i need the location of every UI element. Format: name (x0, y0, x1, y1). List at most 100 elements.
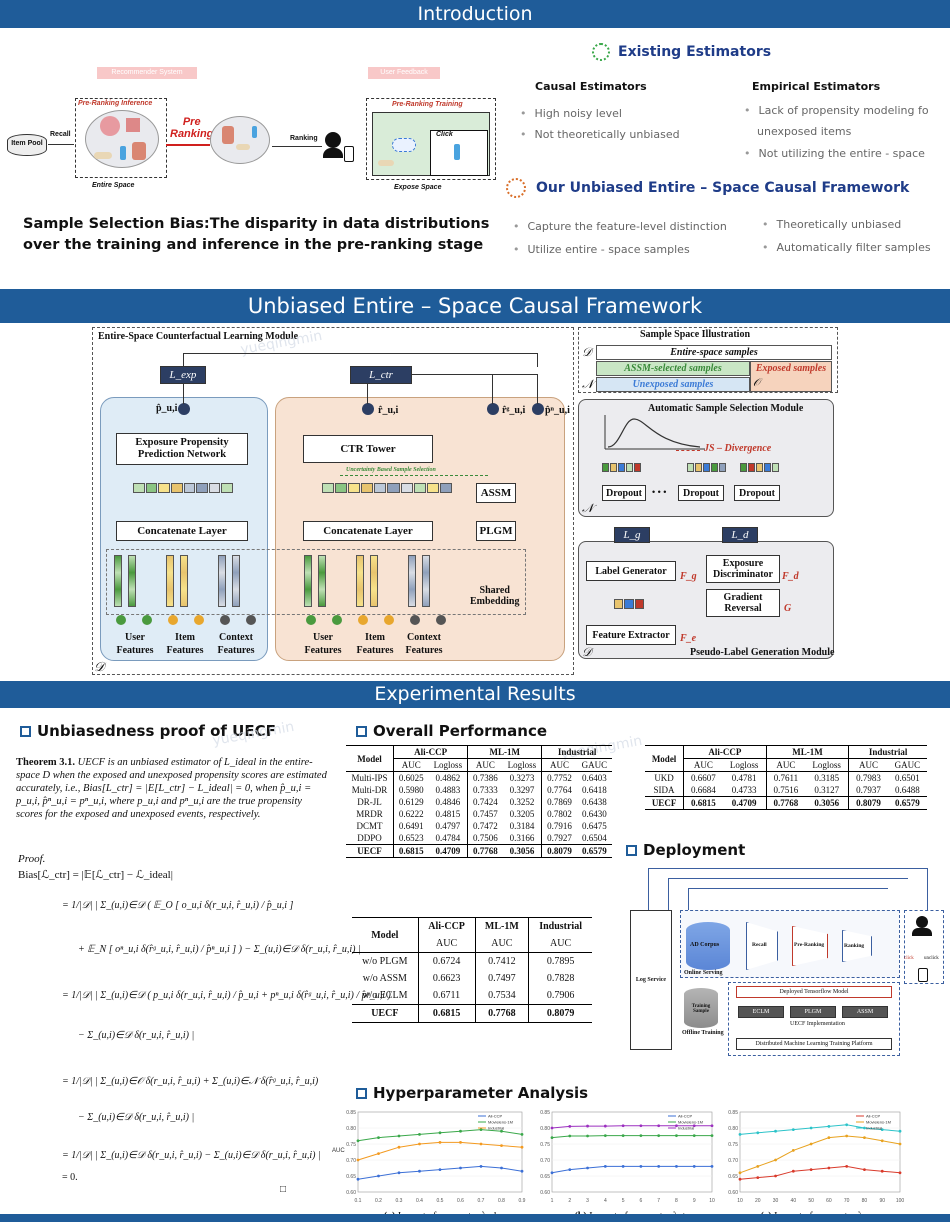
data-point (657, 1134, 661, 1138)
scarf-icon (132, 142, 146, 160)
eclm-title: Entire-Space Counterfactual Learning Mod… (98, 331, 299, 342)
legend-label: Ali-CCP (678, 1114, 693, 1119)
data-point (621, 1134, 625, 1138)
x-tick-label: 20 (755, 1198, 761, 1204)
data-point (568, 1134, 572, 1138)
data-point (550, 1126, 554, 1130)
legend-label: Movielens-1M (678, 1120, 703, 1125)
series-line (739, 1135, 901, 1174)
ours-header: Our Unbiased Entire – Space Causal Frame… (506, 178, 909, 198)
data-point (479, 1142, 483, 1146)
y-axis-label: AUC (332, 1148, 345, 1154)
empirical-title: Empirical Estimators (752, 80, 881, 93)
existing-estimators-header: Existing Estimators (592, 43, 771, 61)
data-point (603, 1134, 607, 1138)
recall-label: Recall (50, 131, 71, 138)
results-heading: Experimental Results (374, 683, 576, 705)
user-feedback-tag: User Feedback (368, 67, 440, 79)
series-line (551, 1165, 712, 1174)
sub-1: Logloss (428, 758, 469, 772)
y-tick-label: 0.60 (346, 1190, 356, 1196)
x-tick-label: 10 (737, 1198, 743, 1204)
ours-item-4: Automatically filter samples (762, 241, 931, 254)
dropout-3: Dropout (734, 485, 780, 501)
watch2-icon (252, 126, 257, 138)
eclm-box (92, 327, 574, 675)
proof-line-5: − Σ_(u,i)∈𝒟 δ(r_u,i, r̂_u,i) | (78, 1030, 195, 1041)
data-point (863, 1126, 866, 1130)
js-arrow (676, 450, 700, 451)
x-tick-label: 10 (709, 1198, 715, 1204)
f-g-label: F_g (680, 571, 697, 582)
framework-diagram: Entire-Space Counterfactual Learning Mod… (0, 323, 950, 680)
y-tick-label: 0.60 (728, 1190, 738, 1196)
data-point (479, 1128, 483, 1131)
uncertainty-arrow (340, 475, 488, 476)
legend-label: Movielens-1M (488, 1120, 513, 1125)
data-point (639, 1124, 643, 1128)
y-tick-label: 0.80 (346, 1126, 356, 1132)
recall-funnel-label: Recall (752, 942, 767, 948)
context-features-exp: Context Features (217, 632, 255, 656)
data-point (603, 1165, 607, 1168)
data-point (377, 1174, 380, 1178)
y-tick-label: 0.85 (540, 1110, 550, 1116)
cloud-icon (392, 138, 416, 152)
y-tick-label: 0.85 (346, 1110, 356, 1116)
x-tick-label: 0.6 (457, 1198, 464, 1204)
watch3-icon (454, 144, 460, 160)
data-point (621, 1124, 625, 1128)
data-point (639, 1165, 643, 1168)
x-tick-label: 0.8 (498, 1198, 505, 1204)
y-tick-label: 0.80 (728, 1126, 738, 1132)
item-pool-label: Item Pool (11, 140, 43, 147)
square-icon (20, 725, 31, 737)
impl-label: UECF Implementation (790, 1021, 845, 1027)
gradient-reversal-box: Gradient Reversal (706, 589, 780, 617)
ad-corpus-label: AD Corpus (690, 942, 720, 948)
series-line (739, 1165, 901, 1180)
data-point (586, 1166, 589, 1170)
ranking-arrow (272, 146, 322, 147)
feature-cols-exp (114, 555, 254, 611)
y-tick-label: 0.70 (728, 1158, 738, 1164)
rg-hat-node (487, 403, 499, 415)
x-tick-label: 80 (862, 1198, 868, 1204)
l-d-box: L_d (722, 527, 758, 543)
proof-line-8: = 1/|𝒟| | Σ_(u,i)∈𝒟 δ(r_u,i, r̂_u,i) − Σ… (62, 1150, 321, 1161)
ours-item-2: Theoretically unbiased (762, 218, 902, 231)
entire-space-box (75, 98, 167, 178)
data-point (657, 1165, 661, 1168)
exposure-network-box: Exposure Propensity Prediction Network (116, 433, 248, 465)
x-tick-label: 2 (568, 1198, 571, 1204)
data-point (550, 1171, 554, 1175)
feature-nodes-exp (116, 615, 256, 629)
top-flow-lines-3 (688, 888, 888, 910)
js-divergence-label: JS – Divergence (704, 443, 772, 454)
connector-cross (183, 353, 538, 367)
concat-layer-ctr: Concatenate Layer (303, 521, 433, 541)
connector-exp (183, 384, 184, 404)
ranking-funnel-label: Ranking (844, 943, 865, 949)
sub-2: AUC (475, 760, 495, 770)
sample-space-box (578, 327, 838, 393)
th-model: Model (346, 745, 395, 772)
x-tick-label: 7 (657, 1198, 660, 1204)
data-point (774, 1158, 777, 1162)
eclm-chip: ECLM (738, 1006, 784, 1018)
y-tick-label: 0.65 (540, 1174, 550, 1180)
square-icon (356, 1087, 367, 1099)
data-point (397, 1134, 401, 1138)
user-head-icon (916, 916, 928, 928)
user-box (904, 910, 944, 984)
shoe-icon (94, 152, 112, 159)
data-point (756, 1131, 760, 1135)
shoe3-icon (378, 160, 394, 166)
pn-hat-node (532, 403, 544, 415)
user-features-exp: User Features (116, 632, 154, 656)
data-point (377, 1136, 380, 1139)
